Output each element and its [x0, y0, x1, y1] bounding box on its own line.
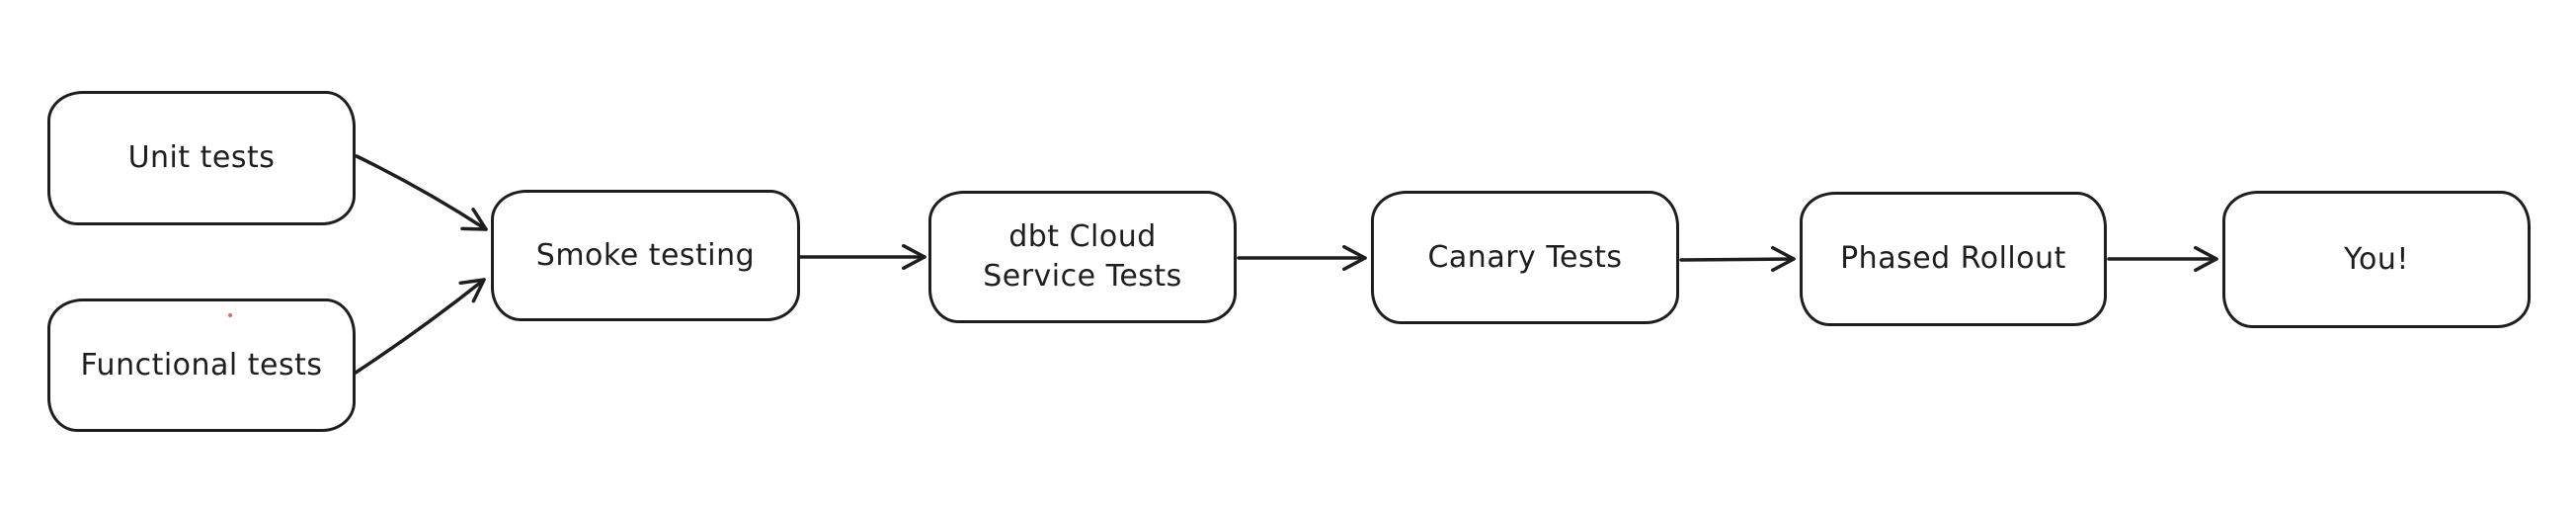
- node-unit-tests: Unit tests: [47, 91, 356, 225]
- node-dbt-cloud-service-tests-label: dbt Cloud Service Tests: [983, 219, 1182, 294]
- arrowhead-unit-tests-to-smoke-testing: [460, 208, 488, 231]
- node-functional-tests: Functional tests: [47, 298, 356, 432]
- node-smoke-testing: Smoke testing: [491, 190, 800, 321]
- node-unit-tests-label: Unit tests: [127, 140, 276, 175]
- arrowhead-dbt-cloud-to-canary-tests: [1342, 244, 1367, 272]
- red-dot-artifact: [228, 313, 232, 317]
- arrowhead-phased-rollout-to-you: [2194, 245, 2218, 273]
- node-canary-tests: Canary Tests: [1371, 191, 1679, 324]
- arrowhead-functional-tests-to-smoke-testing: [458, 278, 486, 303]
- node-phased-rollout: Phased Rollout: [1800, 192, 2107, 326]
- arrowhead-canary-tests-to-phased-rollout: [1771, 245, 1796, 273]
- edge-canary-tests-to-phased-rollout: [1679, 257, 1796, 262]
- node-you: You!: [2222, 191, 2531, 328]
- node-functional-tests-label: Functional tests: [80, 347, 323, 382]
- arrowhead-smoke-testing-to-dbt-cloud: [902, 243, 926, 271]
- edge-functional-tests-to-smoke-testing: [354, 278, 486, 375]
- node-you-label: You!: [2344, 241, 2409, 277]
- node-canary-tests-label: Canary Tests: [1427, 239, 1623, 275]
- node-dbt-cloud-service-tests: dbt Cloud Service Tests: [928, 191, 1237, 323]
- edge-unit-tests-to-smoke-testing: [355, 154, 488, 231]
- node-smoke-testing-label: Smoke testing: [535, 237, 756, 273]
- node-phased-rollout-label: Phased Rollout: [1840, 241, 2066, 276]
